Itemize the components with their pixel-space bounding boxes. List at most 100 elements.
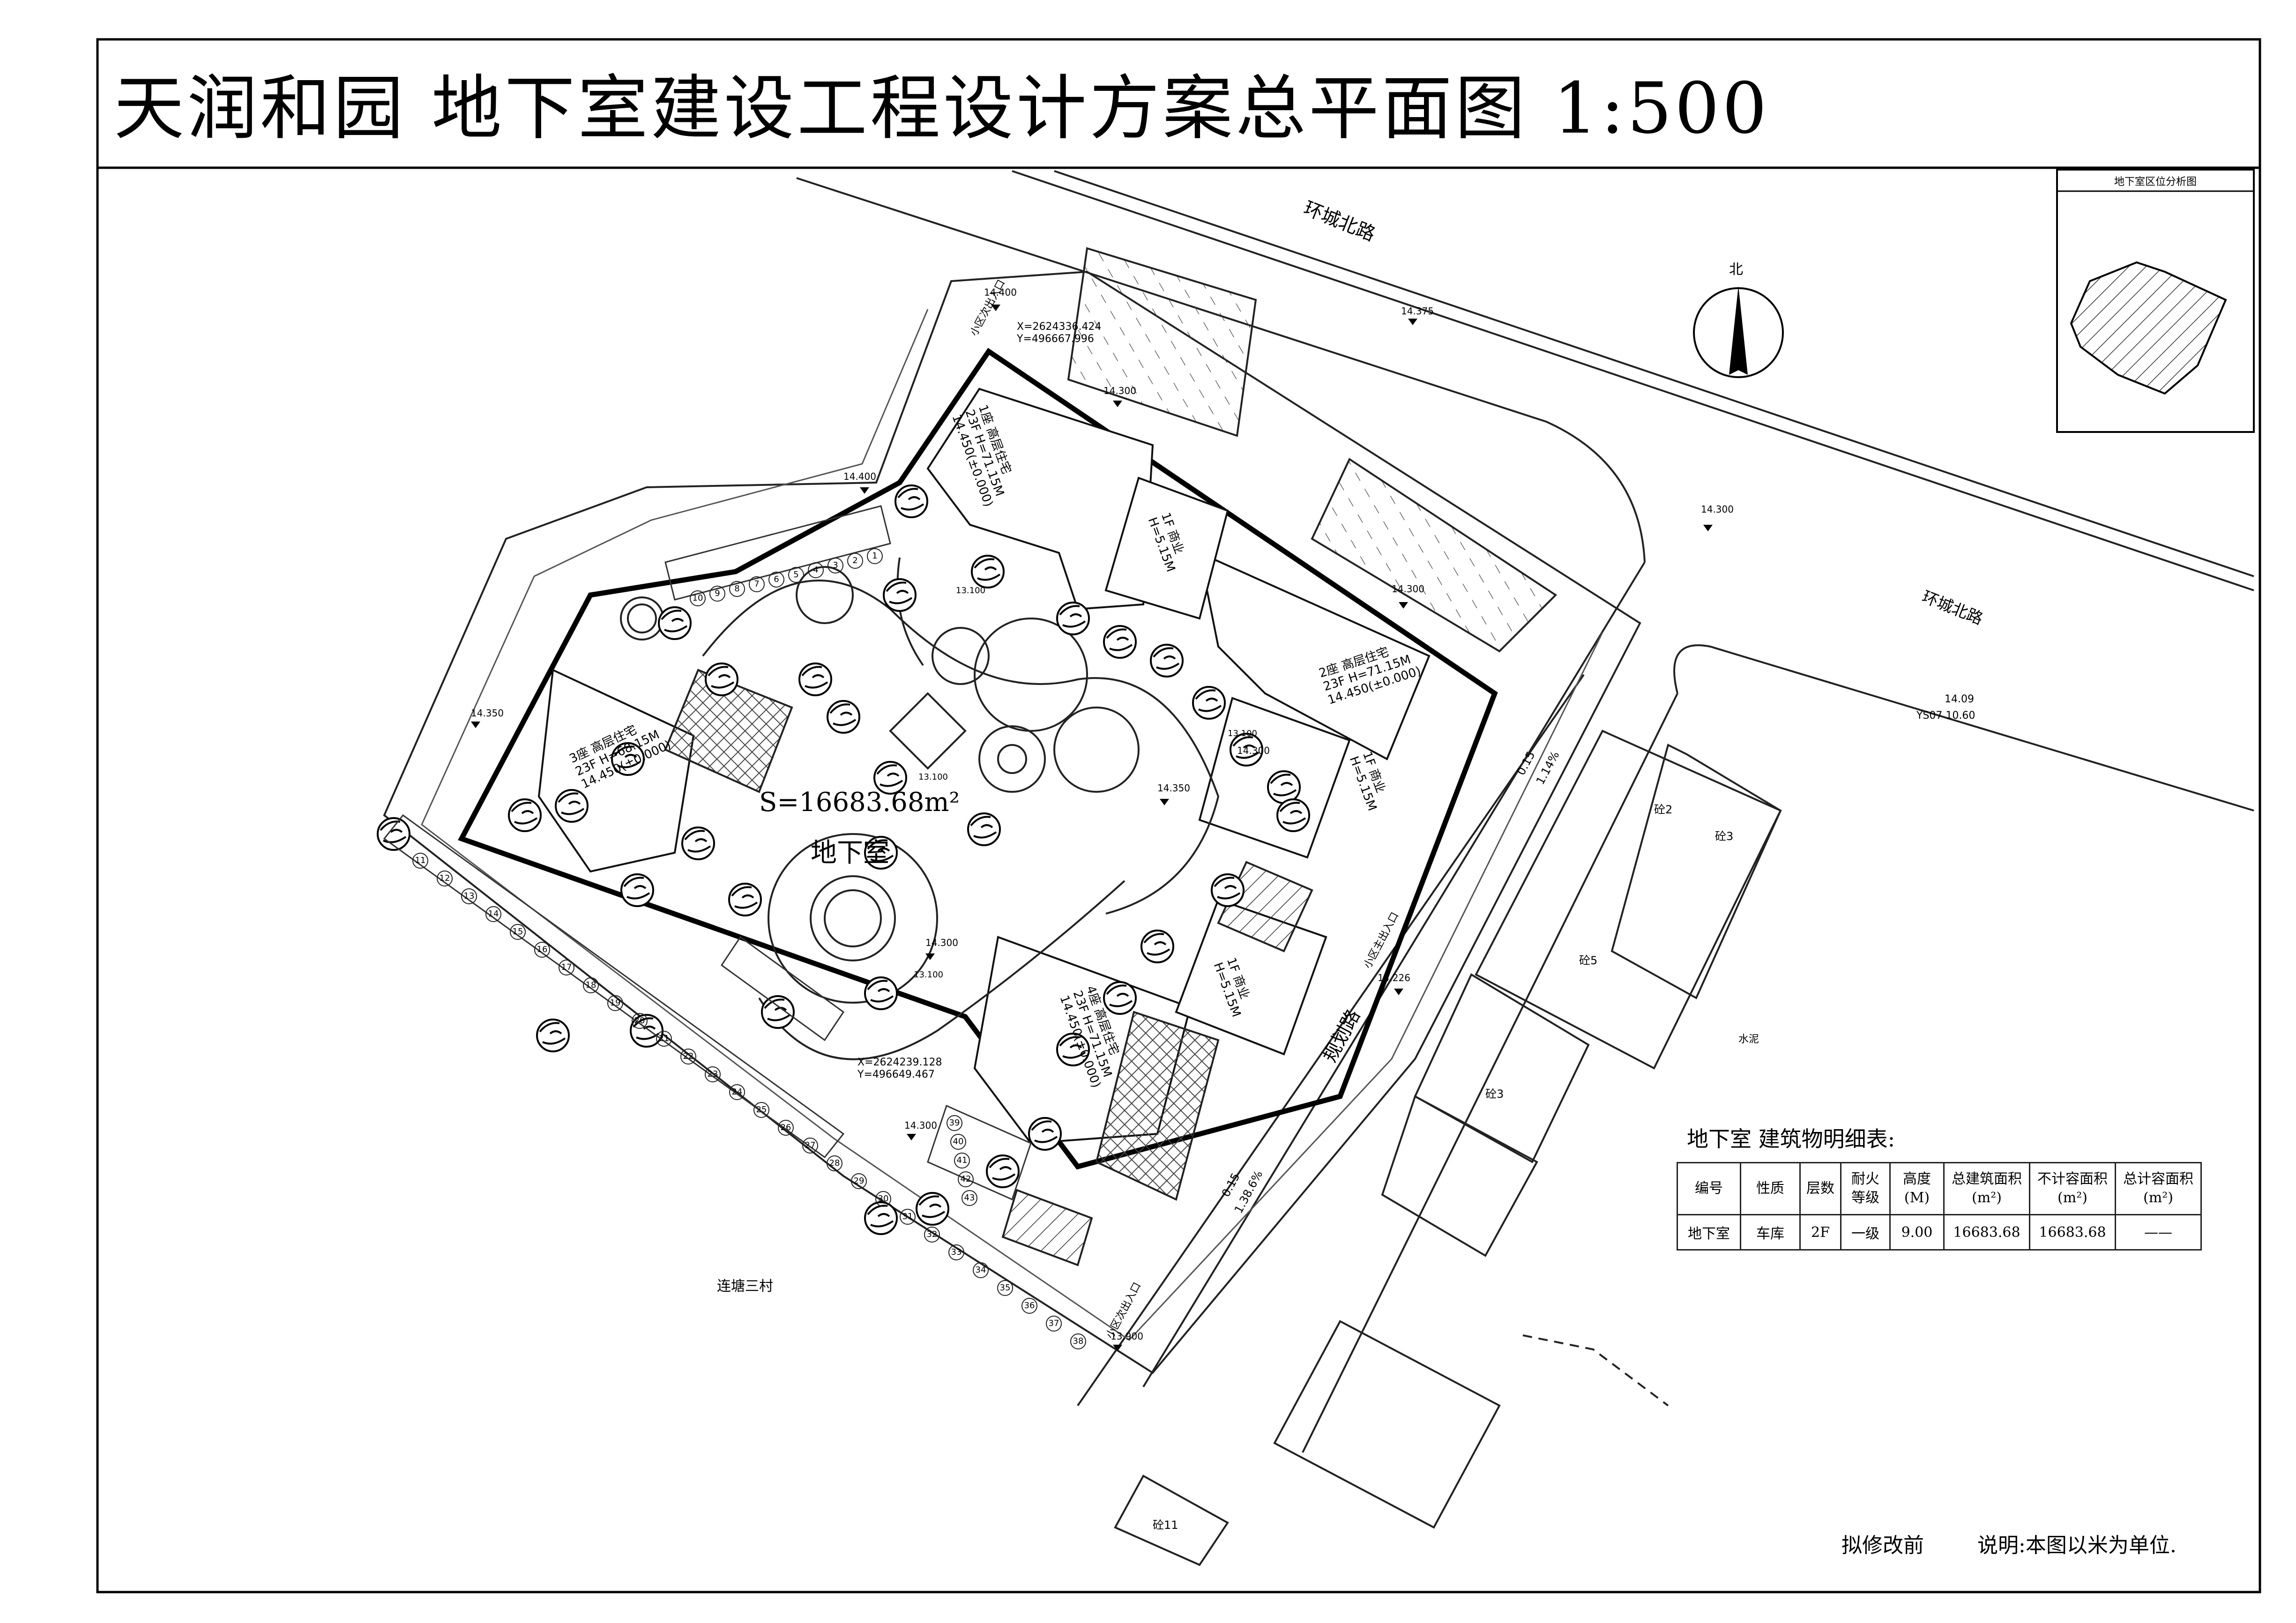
neighbor-buildings (1114, 730, 1782, 1566)
parking-number: 28 (827, 1155, 842, 1171)
level-14: 13.100 (956, 586, 985, 596)
level-1: 14.400 (984, 287, 1017, 298)
parking-number: 2 (847, 553, 863, 569)
cell: 16683.68 (1943, 1214, 2030, 1251)
parking-number: 7 (749, 576, 765, 592)
parking-number: 9 (709, 586, 725, 602)
table-title: 地下室 建筑物明细表: (1687, 1126, 1895, 1152)
parking-number: 36 (1021, 1298, 1037, 1314)
level-9: 14.350 (1157, 782, 1190, 794)
footer-stage: 拟修改前 (1841, 1534, 1924, 1557)
header-cell: 高度 (M) (1889, 1162, 1945, 1215)
header-cell: 总建筑面积 (m²) (1943, 1162, 2030, 1215)
parking-number: 25 (753, 1102, 769, 1118)
ys-level: 14.09 (1945, 693, 1974, 705)
level-5: 14.300 (1701, 504, 1734, 515)
level-2: 14.375 (1401, 305, 1434, 317)
parking-number: 42 (958, 1171, 974, 1187)
site-boundary (383, 270, 1641, 1374)
level-3: 14.300 (1103, 385, 1136, 396)
huancheng-road (796, 170, 2254, 1453)
parking-number: 37 (1046, 1316, 1062, 1332)
basement-name: 地下室 (811, 838, 889, 868)
parking-number: 1 (867, 548, 883, 564)
label-brick3b: 砼3 (1485, 1087, 1504, 1101)
level-7: 14.350 (471, 707, 504, 719)
parking-number: 3 (827, 558, 843, 573)
cell: 2F (1799, 1214, 1841, 1251)
label-brick3: 砼3 (1715, 830, 1734, 843)
cell: 一级 (1840, 1214, 1891, 1251)
parking-number: 26 (778, 1120, 794, 1136)
north-arrow-icon (1693, 286, 1784, 378)
parking-number: 14 (485, 906, 501, 922)
cell: 地下室 (1677, 1214, 1741, 1251)
parking-number: 30 (875, 1191, 891, 1207)
parking-number: 15 (510, 924, 526, 940)
header-cell: 不计容面积 (m²) (2029, 1162, 2116, 1215)
building-details-table: 编号 性质 层数 耐火 等级 高度 (M) 总建筑面积 (m²) 不计容面积 (… (1677, 1162, 2202, 1251)
parking-number: 22 (680, 1049, 696, 1065)
cell: 车库 (1740, 1214, 1801, 1251)
cell: 9.00 (1889, 1214, 1945, 1251)
parking-number: 11 (412, 853, 428, 869)
parking-number: 43 (962, 1190, 977, 1206)
level-10: 14.300 (925, 937, 958, 948)
parking-number: 18 (583, 977, 599, 993)
parking-number: 23 (705, 1066, 721, 1082)
label-brick2: 砼2 (1654, 803, 1673, 816)
header-cell: 总计容面积 (m²) (2115, 1162, 2202, 1215)
inset-title: 地下室区位分析图 (2114, 176, 2197, 188)
parking-number: 33 (948, 1244, 964, 1260)
header-cell: 编号 (1677, 1162, 1741, 1215)
parking-number: 6 (768, 572, 784, 588)
page-title: 天润和园 地下室建设工程设计方案总平面图 1:500 (114, 67, 1770, 149)
parking-number: 35 (997, 1280, 1013, 1296)
level-4: 14.400 (843, 471, 876, 482)
parking-number: 21 (656, 1031, 672, 1047)
header-cell: 耐火 等级 (1840, 1162, 1891, 1215)
parking-number: 20 (632, 1013, 648, 1029)
parking-number: 8 (729, 581, 745, 597)
parking-number: 24 (729, 1084, 745, 1100)
inset-location-map (2056, 169, 2255, 433)
basement-outline (458, 348, 1498, 1170)
parking-number: 38 (1070, 1333, 1086, 1349)
table-row: 地下室 车库 2F 一级 9.00 16683.68 16683.68 —— (1677, 1214, 2202, 1251)
parking-number: 31 (900, 1209, 916, 1225)
ys-code: YS07 10.60 (1916, 710, 1975, 722)
level-markers (471, 305, 1713, 1351)
level-12: 14.300 (904, 1120, 937, 1131)
parking-number: 4 (808, 562, 824, 578)
parking-number: 41 (954, 1153, 970, 1169)
cell: —— (2115, 1214, 2202, 1251)
basement-area: S=16683.68m² (759, 787, 960, 818)
label-brick11: 砼11 (1153, 1519, 1178, 1532)
parking-number: 19 (607, 995, 623, 1011)
parking-number: 10 (690, 590, 706, 606)
table-header-row: 编号 性质 层数 耐火 等级 高度 (M) 总建筑面积 (m²) 不计容面积 (… (1677, 1162, 2202, 1215)
level-17: 13.100 (914, 970, 943, 980)
label-shuini: 水泥 (1738, 1034, 1759, 1045)
label-brick5: 砼5 (1579, 954, 1598, 967)
landscape (620, 557, 1220, 1060)
parking-number: 39 (947, 1115, 962, 1131)
parking-number: 34 (973, 1262, 989, 1278)
parking-number: 27 (802, 1138, 818, 1154)
level-6: 14.300 (1392, 583, 1424, 595)
level-15: 13.100 (1228, 729, 1257, 738)
parking-rows (383, 505, 1032, 1201)
level-11: 14.226 (1378, 972, 1410, 983)
parking-number: 5 (788, 567, 804, 583)
parking-number: 12 (437, 871, 453, 886)
header-cell: 层数 (1799, 1162, 1841, 1215)
parking-number: 16 (534, 942, 550, 958)
parking-number: 40 (950, 1134, 966, 1150)
parking-number: 29 (851, 1173, 867, 1189)
level-8: 14.300 (1237, 745, 1270, 756)
level-16: 13.100 (918, 772, 948, 782)
cell: 16683.68 (2029, 1214, 2116, 1251)
label-lianjiang: 连塘三村 (717, 1278, 773, 1295)
